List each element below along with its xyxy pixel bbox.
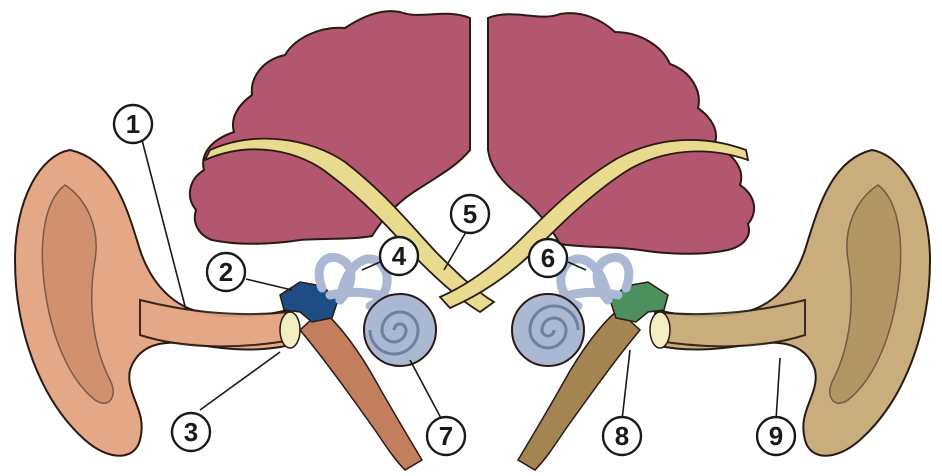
right-ear-canal — [653, 300, 805, 346]
callout-9: 9 — [757, 417, 795, 455]
callout-5: 5 — [451, 195, 489, 233]
right-eardrum — [650, 312, 670, 348]
callout-2-label: 2 — [219, 257, 233, 287]
callout-4: 4 — [380, 237, 418, 275]
callout-8-label: 8 — [615, 421, 629, 451]
callout-5-label: 5 — [463, 199, 477, 229]
callout-7: 7 — [427, 417, 465, 455]
callout-8: 8 — [603, 417, 641, 455]
callout-4-label: 4 — [392, 241, 407, 271]
left-brain-hemisphere — [190, 11, 470, 244]
callout-3: 3 — [172, 413, 210, 451]
callout-1: 1 — [114, 105, 152, 143]
left-ear-canal — [140, 300, 292, 346]
callout-6-label: 6 — [541, 243, 555, 273]
callout-2: 2 — [207, 253, 245, 291]
left-eardrum — [280, 312, 300, 348]
right-brain-hemisphere — [488, 13, 754, 254]
callout-7-label: 7 — [439, 421, 453, 451]
callout-6: 6 — [529, 239, 567, 277]
callout-9-label: 9 — [769, 421, 783, 451]
left-cochlea — [364, 294, 436, 366]
callout-3-label: 3 — [184, 417, 198, 447]
right-cochlea — [512, 294, 584, 366]
callout-1-label: 1 — [126, 109, 140, 139]
